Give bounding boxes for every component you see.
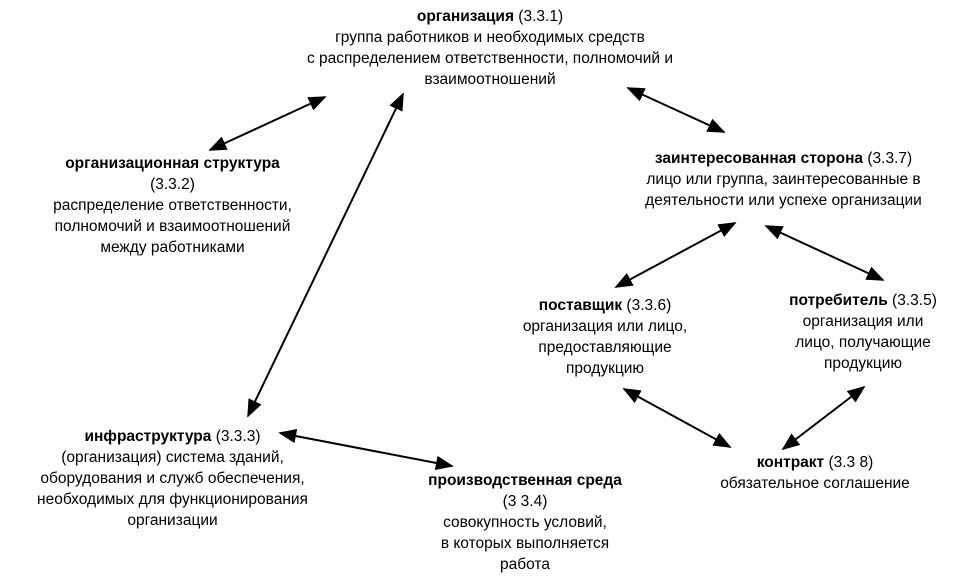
node-code: (3.3 8) (824, 454, 874, 471)
node-code: (3.3.6) (622, 297, 672, 314)
node-text-line: лицо или группа, заинтересованные в (646, 171, 921, 188)
node-code: (3.3.1) (514, 8, 564, 25)
node-text-line: совокупность условий, (443, 514, 607, 531)
node-text-line: лицо, получающие (795, 334, 931, 351)
node-contract: контракт (3.3 8) обязательное соглашение (650, 452, 979, 494)
node-text-line: продукцию (565, 360, 645, 377)
arrow-infrastructure-environment (278, 428, 454, 471)
node-text-line: между работниками (100, 239, 245, 256)
arrow-stakeholder-consumer (764, 225, 885, 281)
node-text-line: оборудования и служб обеспечения, (40, 470, 305, 487)
arrow-org-stakeholder (626, 87, 726, 133)
node-text-line: полномочий и взаимоотношений (54, 218, 291, 235)
node-supplier: поставщик (3.3.6) организация или лицо, … (470, 295, 740, 379)
node-stakeholder: заинтересованная сторона (3.3.7) лицо ил… (588, 148, 979, 211)
node-text-line: необходимых для функционирования (37, 491, 308, 508)
node-text-line: работа (500, 556, 550, 573)
node-code: (3.3.5) (887, 292, 937, 309)
node-title: потребитель (789, 292, 888, 309)
node-title: контракт (756, 454, 825, 471)
node-text-line: распределение ответственности, (53, 197, 292, 214)
node-text-line: группа работников и необходимых средств (335, 29, 645, 46)
node-text-line: организации (127, 512, 218, 529)
node-text-line: в которых выполняется (440, 535, 610, 552)
node-code: (3.3.7) (863, 150, 913, 167)
node-title: поставщик (538, 297, 623, 314)
node-title: инфраструктура (84, 428, 212, 445)
node-title: производственная среда (428, 472, 622, 489)
node-infrastructure: инфраструктура (3.3.3) (организация) сис… (0, 426, 345, 531)
node-title: организация (416, 8, 514, 25)
arrow-stakeholder-supplier (614, 222, 737, 288)
node-code: (3.3.3) (211, 428, 261, 445)
node-text-line: организация или лицо, (522, 318, 688, 335)
node-text-line: обязательное соглашение (720, 475, 910, 492)
arrow-org-structure (208, 96, 327, 151)
node-work-environment: производственная среда (3 3.4) совокупно… (365, 470, 685, 575)
arrow-supplier-contract (622, 388, 732, 448)
node-text-line: (3.3.2) (150, 176, 195, 193)
node-title: организационная структура (65, 155, 280, 172)
node-text-line: организация или (802, 313, 924, 330)
node-organization: организация (3.3.1) группа работников и … (240, 6, 740, 90)
node-text-line: (организация) система зданий, (61, 449, 284, 466)
node-text-line: с распределением ответственности, полном… (306, 50, 673, 67)
arrow-org-infrastructure (247, 92, 404, 418)
node-consumer: потребитель (3.3.5) организация или лицо… (748, 290, 978, 374)
node-text-line: деятельности или успехе организации (645, 192, 922, 209)
node-text-line: взаимоотношений (424, 71, 556, 88)
node-organizational-structure: организационная структура (3.3.2) распре… (0, 153, 345, 258)
node-text-line: продукцию (823, 355, 903, 372)
node-text-line: предоставляющие (538, 339, 672, 356)
node-text-line: (3 3.4) (502, 493, 548, 510)
arrow-consumer-contract (781, 385, 866, 451)
node-title: заинтересованная сторона (654, 150, 864, 167)
